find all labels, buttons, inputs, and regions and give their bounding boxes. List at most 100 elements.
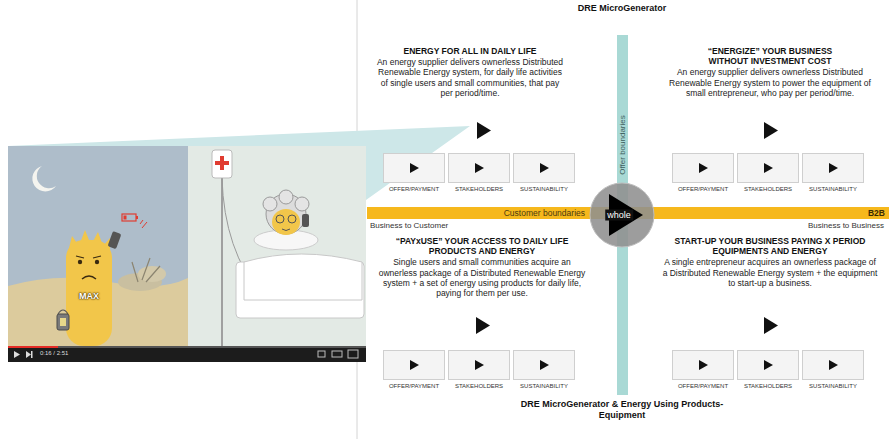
- hband-text: B2B: [868, 207, 885, 219]
- battery-icon: [122, 214, 136, 221]
- button-icon: [514, 351, 574, 379]
- quadrant-heading: “PAYxUSE” YOUR ACCESS TO DAILY LIFE PROD…: [380, 236, 585, 256]
- glasses: [288, 215, 296, 223]
- video-button: STAKEHOLDERS: [448, 350, 510, 380]
- bush: [118, 258, 166, 291]
- glasses: [276, 215, 284, 223]
- phone: [302, 214, 309, 227]
- character-brows: [76, 256, 101, 258]
- video-time: 0:16 / 2:51: [40, 350, 120, 356]
- play-icon: [764, 163, 773, 173]
- btn-text: STAKEHOLDERS: [744, 383, 792, 389]
- character-eye: [78, 260, 82, 264]
- play-icon: [540, 163, 549, 173]
- video-button: OFFER/PAYMENT: [672, 350, 734, 380]
- button-icon: [803, 351, 863, 379]
- quadrant-body: Single users and small communities acqui…: [375, 257, 590, 298]
- hair-curl: [279, 190, 293, 204]
- video-button: SUSTAINABILITY: [513, 350, 575, 380]
- moon: [32, 166, 56, 192]
- button-icon: [384, 351, 444, 379]
- settings-icon: [318, 351, 325, 357]
- vband-text: Offer boundaries: [619, 115, 627, 174]
- button-icon: [738, 351, 798, 379]
- video-button: SUSTAINABILITY: [802, 350, 864, 380]
- next-icon: [31, 351, 33, 358]
- quadrant-heading: ENERGY FOR ALL IN DAILY LIFE: [370, 46, 570, 56]
- quadrant-body: A single entrepreneur acquires an ownerl…: [663, 257, 878, 288]
- btn-text: SUSTAINABILITY: [809, 186, 857, 192]
- character-name: MAX: [69, 291, 109, 302]
- red-cross: [215, 161, 229, 165]
- video-button: OFFER/PAYMENT: [383, 153, 445, 183]
- hband-text: Customer boundaries: [504, 207, 585, 219]
- btn-text: STAKEHOLDERS: [744, 186, 792, 192]
- whole-play-circle: whole: [589, 182, 655, 248]
- video-button: SUSTAINABILITY: [513, 153, 575, 183]
- circle-fill: [590, 183, 654, 247]
- video-button: STAKEHOLDERS: [737, 153, 799, 183]
- play-icon: [14, 351, 20, 358]
- night-sky: [8, 146, 188, 346]
- button-icon: [738, 154, 798, 182]
- quadrant-body: An energy supplier delivers ownerless Di…: [375, 57, 565, 98]
- play-arrow: [476, 317, 490, 334]
- btn-text: OFFER/PAYMENT: [389, 186, 439, 192]
- next-icon: [26, 351, 31, 358]
- patient-mouth: [282, 229, 290, 231]
- room-wall: [188, 146, 366, 346]
- btn-text: SUSTAINABILITY: [520, 186, 568, 192]
- button-icon: [449, 154, 509, 182]
- play-icon: [829, 163, 838, 173]
- btn-text: SUSTAINABILITY: [809, 383, 857, 389]
- play-icon: [475, 163, 484, 173]
- btn-text: STAKEHOLDERS: [455, 186, 503, 192]
- play-icon: [829, 360, 838, 370]
- quadrant-heading: START-UP YOUR BUSINESS PAYING X PERIOD E…: [663, 236, 878, 256]
- diagram-title: DRE MicroGenerator: [522, 3, 722, 14]
- circle-text: whole: [605, 210, 633, 221]
- play-icon: [410, 360, 419, 370]
- alert-marks: [140, 220, 147, 228]
- button-icon: [673, 154, 733, 182]
- hair-curl: [263, 197, 277, 211]
- play-arrow: [764, 317, 778, 334]
- hair-curl: [295, 197, 309, 211]
- button-icon: [384, 154, 444, 182]
- btn-text: OFFER/PAYMENT: [389, 383, 439, 389]
- battery-level: [124, 216, 127, 220]
- patient-in-bed: [236, 190, 364, 318]
- fullscreen-icon: [348, 350, 358, 358]
- battery-tip: [136, 216, 138, 219]
- quadrant-heading: “ENERGIZE” YOUR BUSINESS WITHOUT INVESTM…: [693, 46, 848, 66]
- play-arrow: [477, 122, 491, 139]
- button-icon: [449, 351, 509, 379]
- phone: [108, 231, 122, 249]
- patient-face: [272, 209, 300, 235]
- lantern: [57, 314, 69, 330]
- button-icon: [514, 154, 574, 182]
- play-icon: [699, 163, 708, 173]
- bush-twigs: [132, 258, 160, 282]
- lantern-handle: [58, 310, 68, 314]
- lantern-glass: [60, 318, 66, 326]
- video-button: STAKEHOLDERS: [448, 153, 510, 183]
- button-icon: [673, 351, 733, 379]
- play-icon: [540, 360, 549, 370]
- btn-text: SUSTAINABILITY: [520, 383, 568, 389]
- video-button: STAKEHOLDERS: [737, 350, 799, 380]
- progress-track: [8, 346, 366, 348]
- control-bar: [8, 346, 366, 362]
- video-button: OFFER/PAYMENT: [672, 153, 734, 183]
- size-icon: [332, 351, 342, 357]
- progress-played: [8, 346, 58, 348]
- play-icon: [475, 360, 484, 370]
- video-button: OFFER/PAYMENT: [383, 350, 445, 380]
- video-controls: [8, 346, 366, 362]
- quadrant-body: An energy supplier delivers ownerless Di…: [659, 67, 881, 98]
- axis-label: Business to Customer: [370, 221, 490, 231]
- video-thumbnail: [8, 146, 366, 362]
- btn-text: STAKEHOLDERS: [455, 383, 503, 389]
- iv-bag: [212, 150, 232, 178]
- play-arrow: [764, 122, 778, 139]
